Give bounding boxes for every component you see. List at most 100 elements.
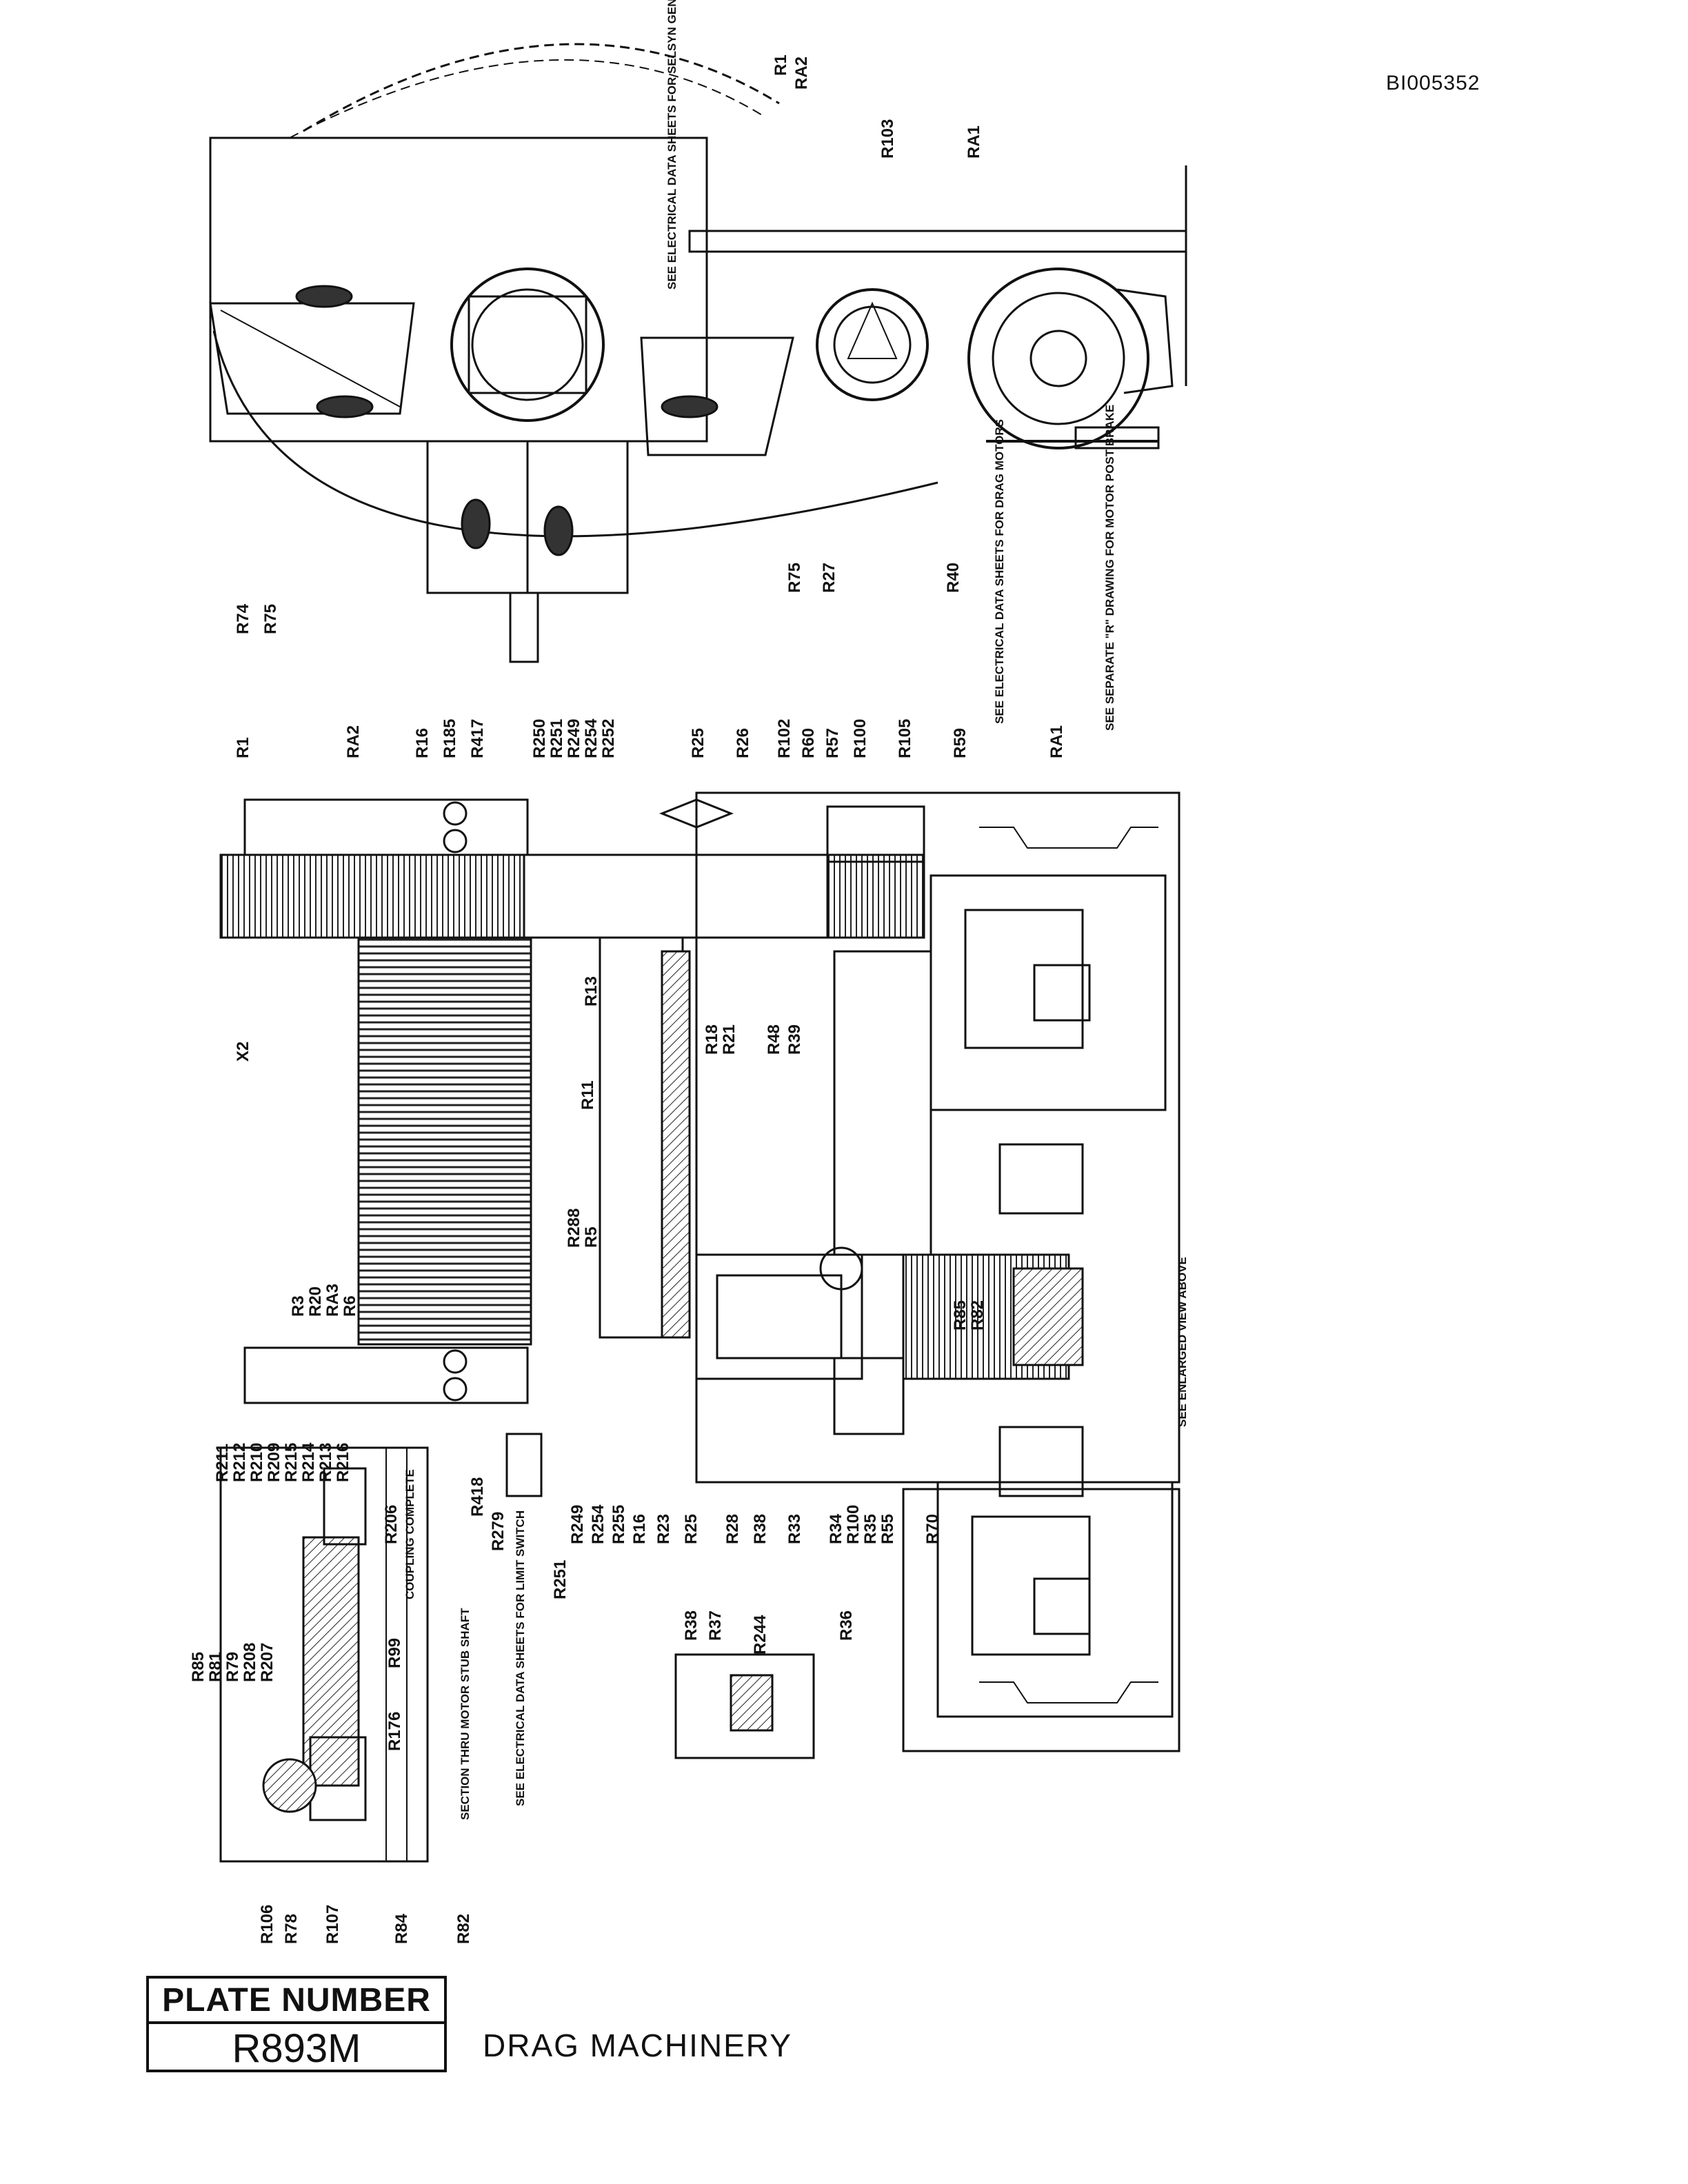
callout-r251-bottom: R251 [551, 1560, 570, 1599]
callout-r251: R251 [547, 719, 566, 758]
small-detail-callouts: R38 R37 R244 R36 [682, 1610, 856, 1655]
callout-r18: R18 [703, 1024, 721, 1055]
callout-r176: R176 [385, 1712, 404, 1751]
note-limit-switch: SEE ELECTRICAL DATA SHEETS FOR LIMIT SWI… [514, 1510, 527, 1806]
callout-r249: R249 [565, 719, 583, 758]
callout-r279: R279 [489, 1512, 508, 1551]
coupling-detail [219, 1446, 815, 1863]
callout-r1: R1 [772, 54, 790, 76]
callout-r33: R33 [785, 1514, 804, 1544]
middle-view-callouts: R1 RA2 R16 R185 R417 R250 R251 R249 R254… [234, 718, 1189, 1806]
callout-ra3: RA3 [323, 1284, 342, 1317]
callout-r13: R13 [582, 976, 601, 1007]
callout-r99: R99 [385, 1638, 404, 1668]
callout-r55: R55 [878, 1514, 897, 1544]
callout-r23: R23 [654, 1514, 673, 1544]
callout-r103: R103 [878, 119, 897, 159]
callout-x2: X2 [234, 1042, 252, 1062]
callout-r106: R106 [258, 1905, 277, 1944]
callout-r74: R74 [234, 603, 252, 634]
callout-r207: R207 [258, 1643, 277, 1682]
callout-r250: R250 [530, 719, 549, 758]
callout-r82-mid: R82 [968, 1300, 987, 1331]
coupling-detail-callouts: R211 R212 R210 R209 R215 R214 R213 R216 … [189, 1442, 473, 1944]
callout-r3: R3 [289, 1295, 308, 1317]
plate-number-header: PLATE NUMBER [149, 1979, 444, 2024]
callout-r25-bottom: R25 [682, 1514, 701, 1544]
callout-r418: R418 [468, 1477, 487, 1517]
note-drag-motors: SEE ELECTRICAL DATA SHEETS FOR DRAG MOTO… [993, 419, 1006, 724]
document-id: BI005352 [1386, 72, 1480, 94]
callout-r27: R27 [820, 563, 838, 593]
callout-r60: R60 [799, 728, 818, 758]
callout-r185: R185 [441, 719, 459, 758]
callout-r1-mid: R1 [234, 737, 252, 758]
callout-r16: R16 [413, 728, 432, 758]
caption-coupling-complete: COUPLING COMPLETE [403, 1469, 416, 1599]
callout-r214: R214 [299, 1442, 318, 1482]
callout-r20: R20 [306, 1286, 325, 1317]
callout-r100-top: R100 [851, 719, 870, 758]
callout-r11: R11 [579, 1080, 597, 1110]
callout-r81: R81 [206, 1652, 225, 1682]
callout-r34: R34 [827, 1513, 845, 1544]
callout-r215: R215 [282, 1443, 301, 1482]
callout-r75-right: R75 [785, 563, 804, 593]
plate-title: DRAG MACHINERY [483, 2028, 792, 2063]
callout-r21: R21 [720, 1024, 738, 1055]
callout-r38-bottom: R38 [751, 1514, 770, 1544]
plate-number-box: PLATE NUMBER R893M [146, 1976, 447, 2072]
callout-ra1-mid: RA1 [1047, 725, 1066, 758]
callout-r417: R417 [468, 719, 487, 758]
callout-r210: R210 [248, 1443, 266, 1482]
note-selsyn-generator: SEE ELECTRICAL DATA SHEETS FOR SELSYN GE… [665, 0, 679, 290]
callout-r208: R208 [241, 1643, 259, 1682]
callout-r36: R36 [837, 1610, 856, 1641]
callout-r35: R35 [861, 1514, 880, 1544]
callout-r28: R28 [723, 1514, 742, 1544]
callout-r102: R102 [775, 719, 794, 758]
plate-number-value: R893M [232, 2026, 361, 2071]
caption-section-thru-shaft: SECTION THRU MOTOR STUB SHAFT [459, 1608, 472, 1820]
callout-r48: R48 [765, 1024, 783, 1055]
callout-r38-detail: R38 [682, 1610, 701, 1641]
callout-r212: R212 [230, 1443, 249, 1482]
callout-r5: R5 [582, 1226, 601, 1248]
callout-r249-bottom: R249 [568, 1505, 587, 1544]
callout-r254-bottom: R254 [589, 1504, 607, 1544]
callout-r84: R84 [392, 1913, 411, 1944]
callout-r209: R209 [265, 1443, 283, 1482]
callout-r75-left: R75 [261, 604, 280, 634]
callout-r288: R288 [565, 1209, 583, 1248]
callout-r105: R105 [896, 719, 914, 758]
callout-r6: R6 [341, 1295, 359, 1317]
top-view [209, 43, 1187, 663]
callout-r39: R39 [785, 1024, 804, 1055]
callout-r252: R252 [599, 719, 618, 758]
callout-r82-detail: R82 [454, 1914, 473, 1944]
note-motor-post-brake: SEE SEPARATE "R" DRAWING FOR MOTOR POST … [1103, 405, 1116, 731]
callout-r40: R40 [944, 563, 963, 593]
callout-r255: R255 [610, 1505, 628, 1544]
callout-r254: R254 [582, 718, 601, 758]
middle-view [219, 791, 1180, 1752]
top-view-callouts: R1 RA2 R103 RA1 R74 R75 R75 R27 R40 SEE … [234, 0, 1116, 731]
callout-ra2: RA2 [792, 57, 811, 90]
callout-r59: R59 [951, 728, 969, 758]
callout-r213: R213 [316, 1443, 335, 1482]
callout-ra2-mid: RA2 [344, 725, 363, 758]
callout-r78: R78 [282, 1914, 301, 1944]
callout-r107: R107 [323, 1905, 342, 1944]
callout-r211: R211 [213, 1444, 232, 1482]
callout-r57: R57 [823, 728, 842, 758]
callout-r26: R26 [734, 728, 752, 758]
callout-r79: R79 [223, 1652, 242, 1682]
callout-r85-detail: R85 [189, 1652, 208, 1682]
callout-r85-mid: R85 [951, 1300, 969, 1331]
callout-r16-bottom: R16 [630, 1514, 649, 1544]
callout-r100-bottom: R100 [844, 1505, 863, 1544]
callout-ra1: RA1 [965, 125, 983, 159]
callout-r244: R244 [751, 1615, 770, 1655]
note-enlarged-view: SEE ENLARGED VIEW ABOVE [1176, 1257, 1189, 1427]
